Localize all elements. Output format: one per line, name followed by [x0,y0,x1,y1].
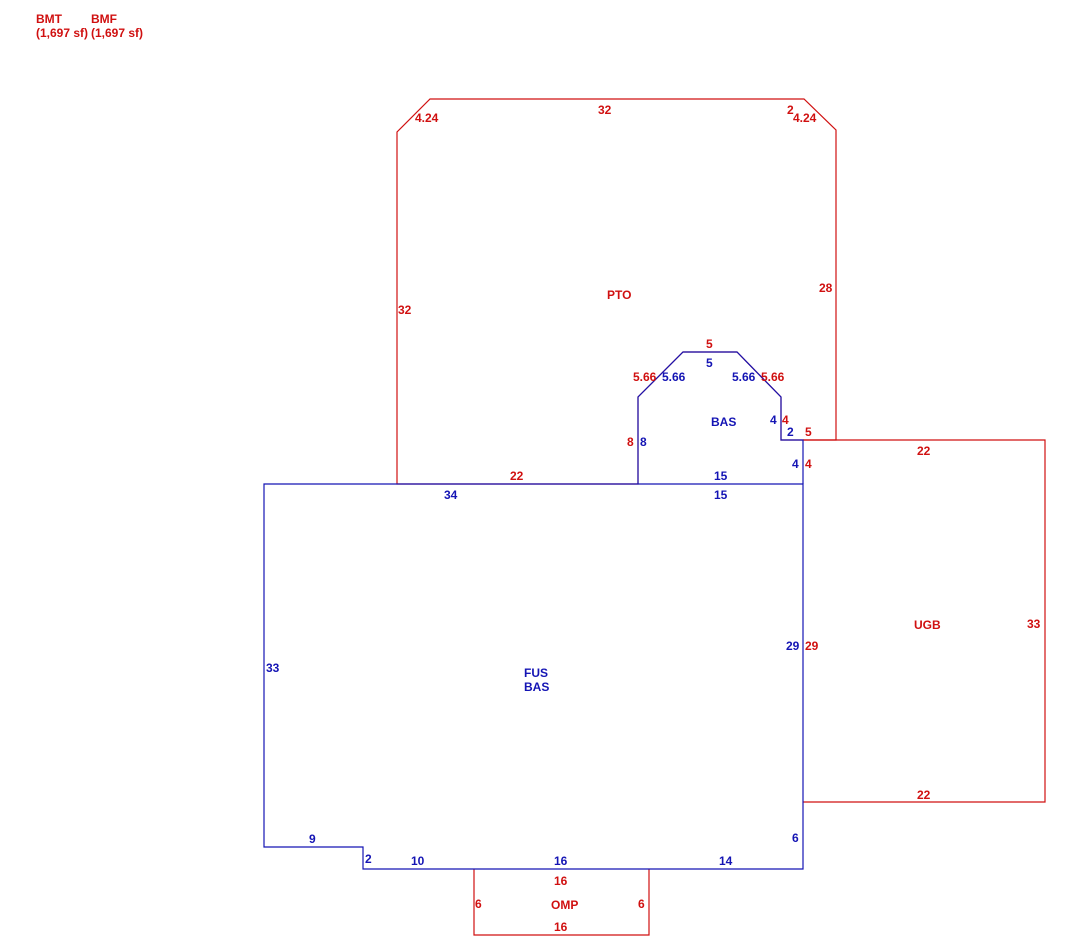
dim-label: 4 [782,413,789,427]
dim-label: 14 [719,854,733,868]
dim-label: 22 [510,469,524,483]
dim-label: 16 [554,854,568,868]
dim-label: 4 [770,413,777,427]
dim-label: 5.66 [662,370,686,384]
omp-area-label: OMP [551,898,578,912]
dim-label: 33 [266,661,280,675]
dim-label: 29 [805,639,819,653]
dim-label: 32 [598,103,612,117]
dim-label: 34 [444,488,458,502]
dim-label: 6 [638,897,645,911]
dim-label: 8 [640,435,647,449]
legend-bmt-area: (1,697 sf) [36,26,88,40]
ugb-area-label: UGB [914,618,941,632]
legend-bmf-code: BMF [91,12,117,26]
dim-label: 16 [554,874,568,888]
dim-label: 8 [627,435,634,449]
dim-label: 4 [792,457,799,471]
dim-label: 4.24 [793,111,817,125]
dim-label: 32 [398,303,412,317]
dim-label: 22 [917,788,931,802]
dim-label: 15 [714,488,728,502]
dim-label: 28 [819,281,833,295]
legend-bmf-area: (1,697 sf) [91,26,143,40]
dim-label: 6 [792,831,799,845]
dim-label: 9 [309,832,316,846]
dim-label: 2 [787,425,794,439]
fus-area-label: FUS [524,666,548,680]
dim-label: 16 [554,920,568,934]
dim-label: 5.66 [732,370,756,384]
bay-outline [637,351,804,484]
dim-label: 5 [706,337,713,351]
dim-label: 5 [706,356,713,370]
ugb-outline [803,439,1046,803]
dim-label: 5.66 [761,370,785,384]
omp-outline [473,869,650,936]
legend-bmt-code: BMT [36,12,63,26]
bas-main-area-label: BAS [524,680,549,694]
dim-label: 4.24 [415,111,439,125]
pto-area-label: PTO [607,288,631,302]
dim-label: 10 [411,854,425,868]
dim-label: 33 [1027,617,1041,631]
dim-label: 22 [917,444,931,458]
bas-small-area-label: BAS [711,415,736,429]
dim-label: 2 [787,103,794,117]
dim-label: 6 [475,897,482,911]
dim-label: 2 [365,852,372,866]
area-legend: BMT (1,697 sf) BMF (1,697 sf) [36,12,143,40]
dim-label: 4 [805,457,812,471]
dim-label: 15 [714,469,728,483]
dim-label: 5.66 [633,370,657,384]
dim-label: 29 [786,639,800,653]
dim-label: 5 [805,425,812,439]
